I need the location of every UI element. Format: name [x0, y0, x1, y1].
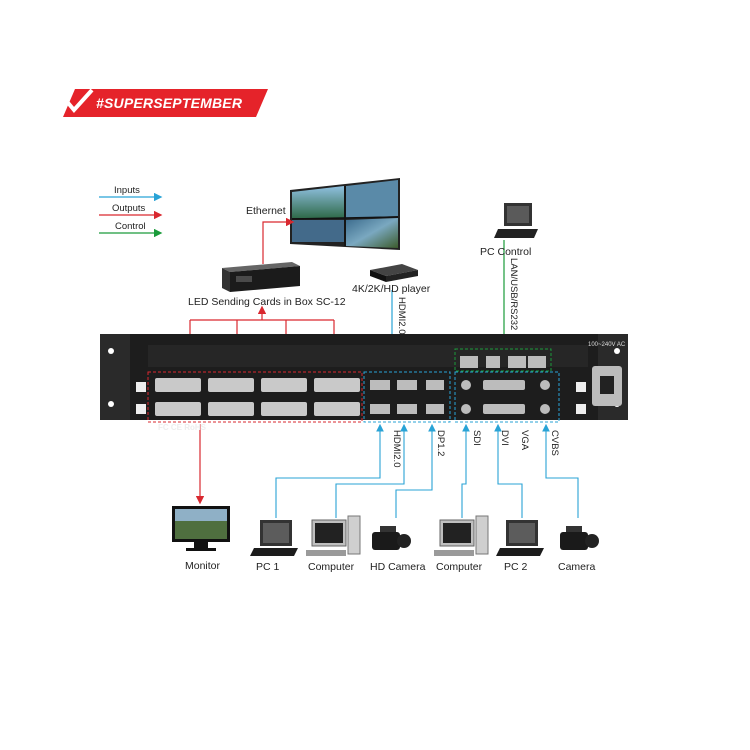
legend-outputs-label: Outputs	[112, 203, 146, 214]
badge-text: #SUPERSEPTEMBER	[96, 95, 243, 111]
vga-port-label: VGA	[519, 430, 530, 451]
pc2-label: PC 2	[504, 561, 528, 573]
legend-control-label: Control	[115, 221, 146, 232]
video-wall-image	[290, 178, 400, 250]
control-ports	[460, 356, 546, 368]
monitor-image	[172, 506, 230, 551]
sending-cards-label: LED Sending Cards in Box SC-12	[188, 296, 346, 308]
hd-camera-image	[372, 526, 411, 550]
computer1-image	[306, 515, 361, 556]
hdmi-input-label: HDMI2.0	[396, 297, 407, 335]
sdi-dvi-vga-cvbs-ports	[461, 380, 550, 414]
ethernet-link	[262, 217, 295, 264]
pc1-label: PC 1	[256, 561, 280, 573]
player-label: 4K/2K/HD player	[352, 283, 431, 295]
legend-inputs-label: Inputs	[114, 185, 140, 196]
pc1-laptop-image	[250, 520, 298, 556]
input-wires	[275, 423, 579, 518]
media-player-image	[370, 264, 418, 282]
pc-control-laptop-image	[494, 203, 538, 238]
monitor-label: Monitor	[185, 560, 221, 572]
certification-marks: FC CE RoHS	[158, 423, 206, 432]
dvi-output-ports	[155, 378, 360, 416]
sending-card-box-image	[222, 262, 300, 292]
camera-label: Camera	[558, 561, 596, 573]
hdmi-dp-input-ports	[370, 380, 444, 414]
computer1-label: Computer	[308, 561, 355, 573]
pc-control-label: PC Control	[480, 246, 532, 258]
pc2-laptop-image	[496, 520, 544, 556]
ethernet-label: Ethernet	[246, 205, 286, 217]
computer2-label: Computer	[436, 561, 483, 573]
dp-port-label: DP1.2	[435, 430, 446, 457]
lan-usb-label: LAN/USB/RS232	[508, 258, 519, 331]
computer2-image	[434, 515, 489, 556]
cvbs-port-label: CVBS	[549, 430, 560, 456]
hdmi-port-label: HDMI2.0	[391, 430, 402, 468]
hd-camera-label: HD Camera	[370, 561, 426, 573]
dvi-port-label: DVI	[499, 430, 510, 446]
processor-device	[100, 334, 628, 423]
power-label: 100~240V AC	[588, 342, 626, 348]
sdi-port-label: SDI	[471, 430, 482, 446]
camera-image	[560, 526, 599, 550]
